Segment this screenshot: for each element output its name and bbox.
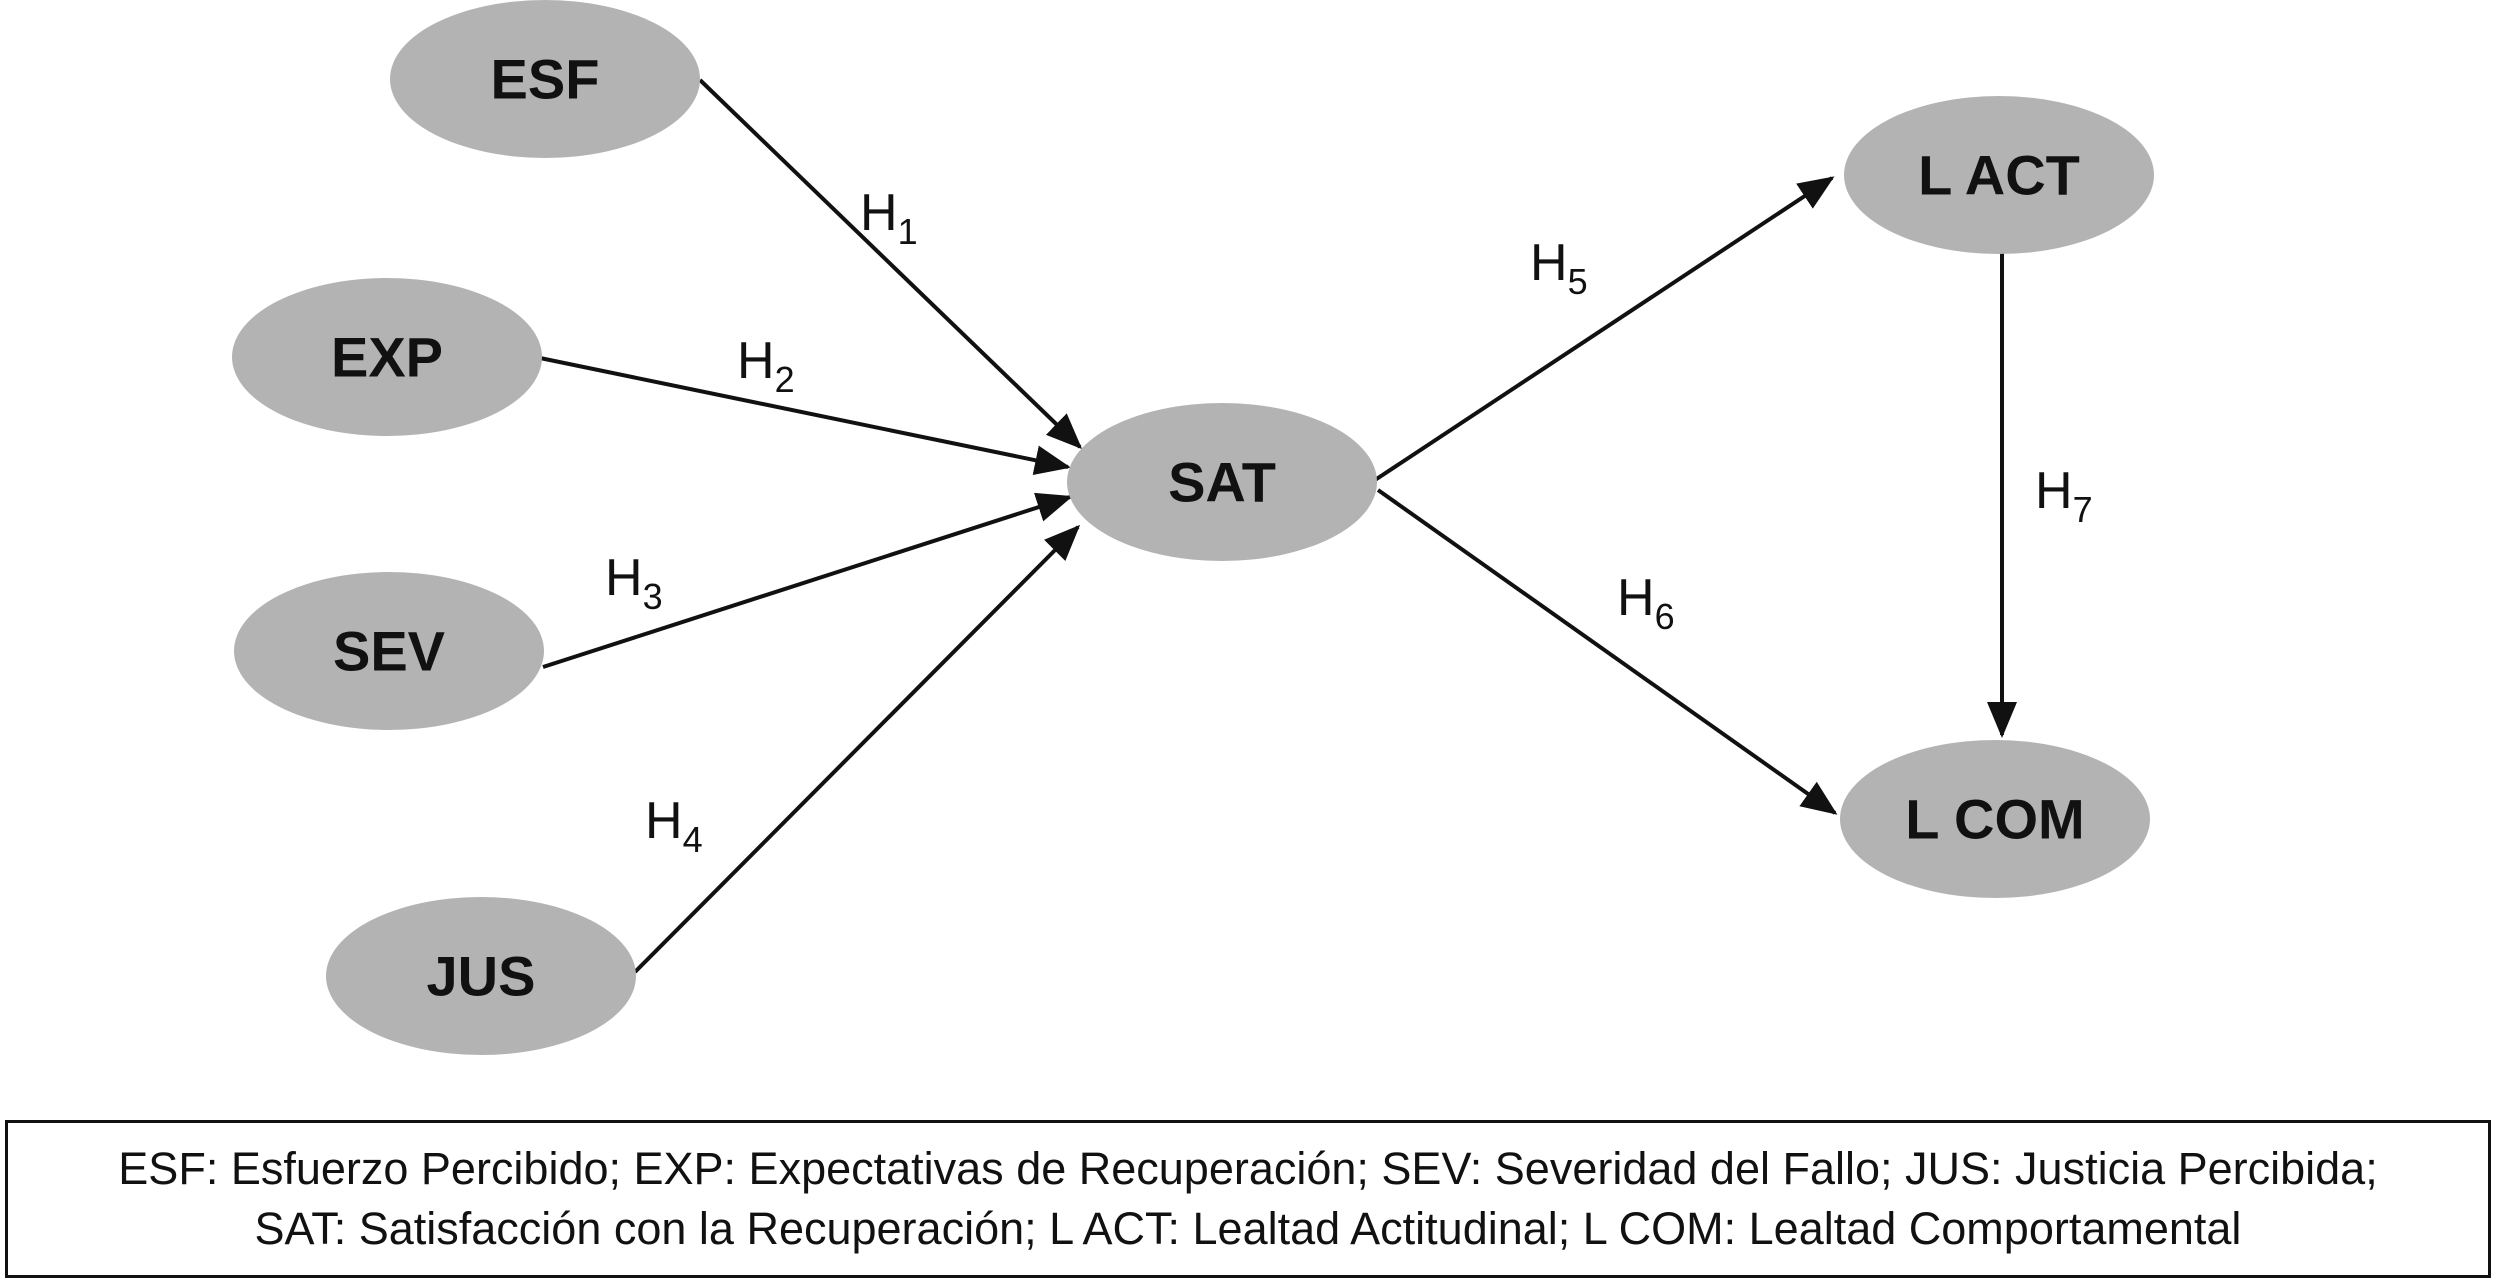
arrow-jus-to-sat <box>633 524 1081 974</box>
arrow-esf-to-sat <box>698 78 1083 450</box>
node-sat-label: SAT <box>1168 451 1276 514</box>
node-jus-label: JUS <box>427 945 536 1008</box>
label-h7: H7 <box>2035 462 2093 530</box>
arrow-exp-to-sat <box>539 356 1071 476</box>
label-h6: H6 <box>1617 569 1675 637</box>
label-h4: H4 <box>645 792 703 860</box>
node-sev: SEV <box>234 572 544 730</box>
legend-box: ESF: Esfuerzo Percibido; EXP: Expectativ… <box>5 1120 2491 1278</box>
legend-line-2: SAT: Satisfacción con la Recuperación; L… <box>254 1203 2242 1254</box>
node-exp-label: EXP <box>331 326 443 389</box>
legend-line-1: ESF: Esfuerzo Percibido; EXP: Expectativ… <box>118 1143 2378 1194</box>
label-h1: H1 <box>860 184 918 252</box>
arrow-sat-to-lcom <box>1376 488 1838 815</box>
label-h5: H5 <box>1530 234 1588 302</box>
node-lact: L ACT <box>1844 96 2154 254</box>
node-sev-label: SEV <box>333 620 445 683</box>
node-lcom-label: L COM <box>1905 788 2084 851</box>
hypotheses-path-diagram: H1 H2 H3 H4 H5 H6 H7 ESF EXP SEV JUS SAT… <box>232 0 2154 1055</box>
node-lcom: L COM <box>1840 740 2150 898</box>
arrow-sev-to-sat <box>542 492 1073 669</box>
node-esf: ESF <box>390 0 700 158</box>
node-exp: EXP <box>232 278 542 436</box>
node-jus: JUS <box>326 897 636 1055</box>
label-h3: H3 <box>605 549 663 617</box>
node-lact-label: L ACT <box>1918 144 2080 207</box>
label-h2: H2 <box>737 332 795 400</box>
arrow-sat-to-lact <box>1373 176 1835 482</box>
node-sat: SAT <box>1067 403 1377 561</box>
node-esf-label: ESF <box>491 48 600 111</box>
